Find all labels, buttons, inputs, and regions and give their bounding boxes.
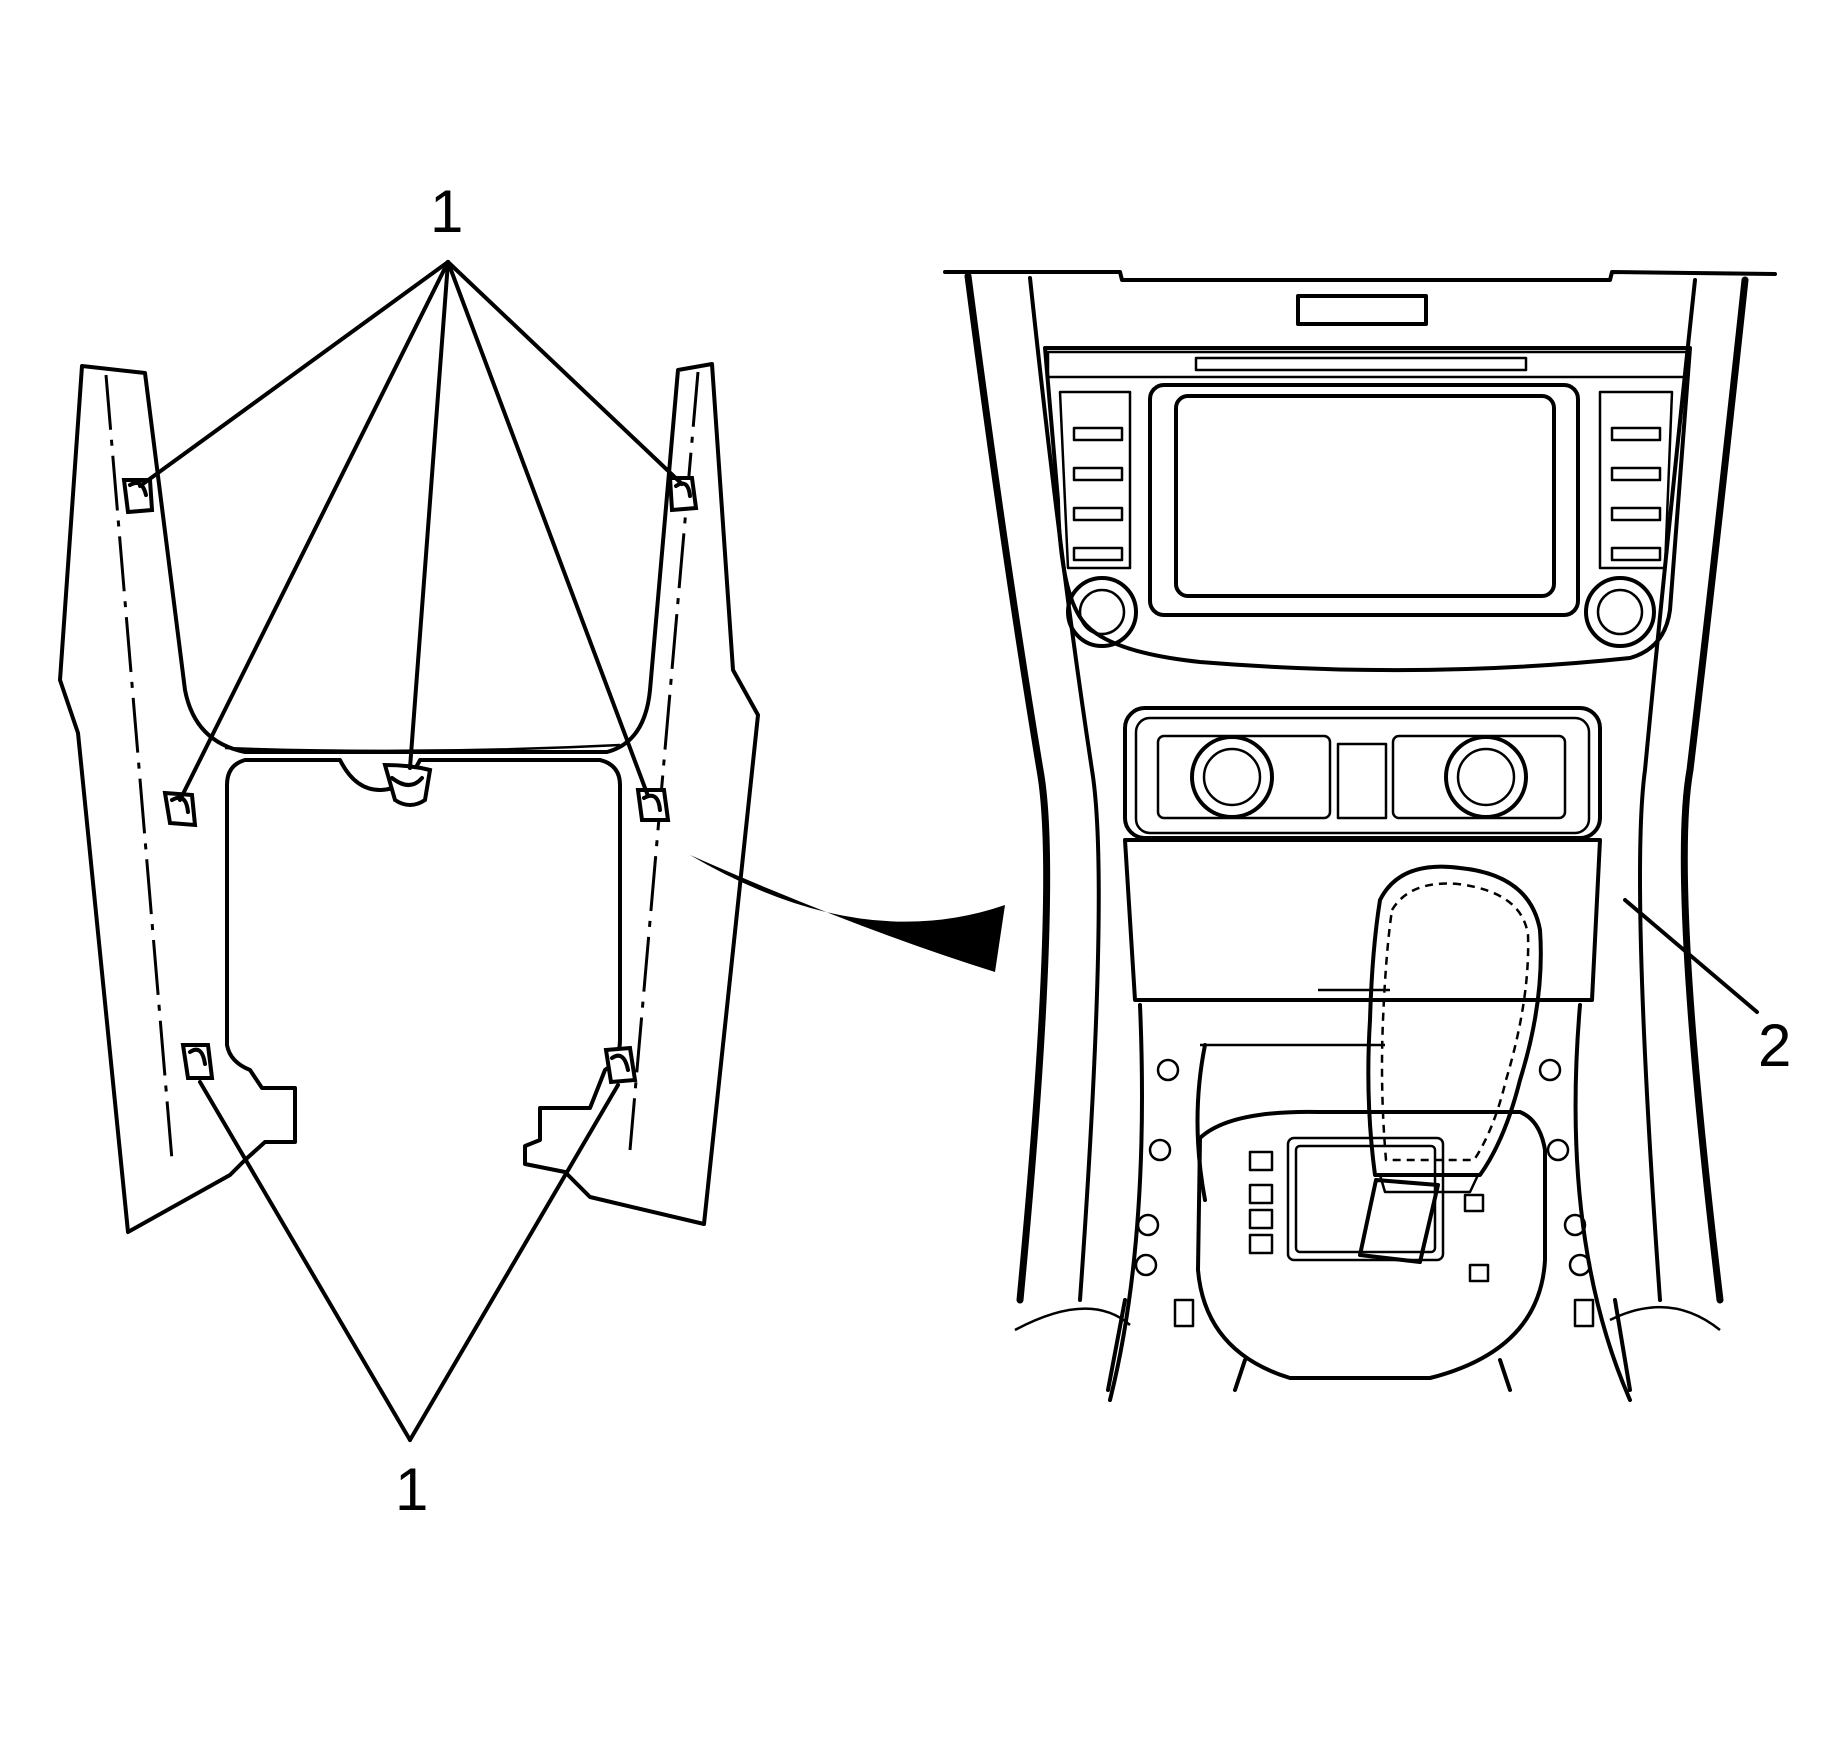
fastener [1134,1253,1158,1277]
leader-line [446,260,684,486]
fastener [1563,1213,1587,1237]
retaining-clip [382,762,433,807]
fastener [1568,1253,1592,1277]
fastener [1546,1138,1570,1162]
leader-line [446,260,650,798]
callout-1-top: 1 [430,178,463,245]
retaining-clip [180,1043,215,1080]
view-transition-arrow [690,855,1005,972]
console-trim-plate-rear [58,260,760,1442]
radio-preset-buttons-left [1058,390,1132,570]
retaining-clip [635,788,671,822]
center-console-installed [943,270,1777,1402]
leader-line [198,1080,412,1442]
fastener [1148,1138,1172,1162]
callout-1-bottom: 1 [395,1456,428,1523]
shift-knob [1358,864,1543,1264]
leader-line [178,260,450,802]
radio-knob-right [1584,576,1656,648]
retaining-clip [121,478,155,515]
leader-line [408,1083,620,1442]
callout-2: 2 [1758,1012,1791,1079]
hvac-control-panel [1123,706,1602,840]
radio-preset-buttons-right [1598,390,1674,570]
fastener [1136,1213,1160,1237]
retaining-clip [667,476,699,513]
leader-line [1623,898,1759,1014]
radio-knob-left [1066,576,1138,648]
fastener [1538,1058,1562,1082]
fastener [1156,1058,1180,1082]
leader-line [138,260,450,488]
retaining-clip [603,1045,638,1085]
leader-line [408,260,450,770]
